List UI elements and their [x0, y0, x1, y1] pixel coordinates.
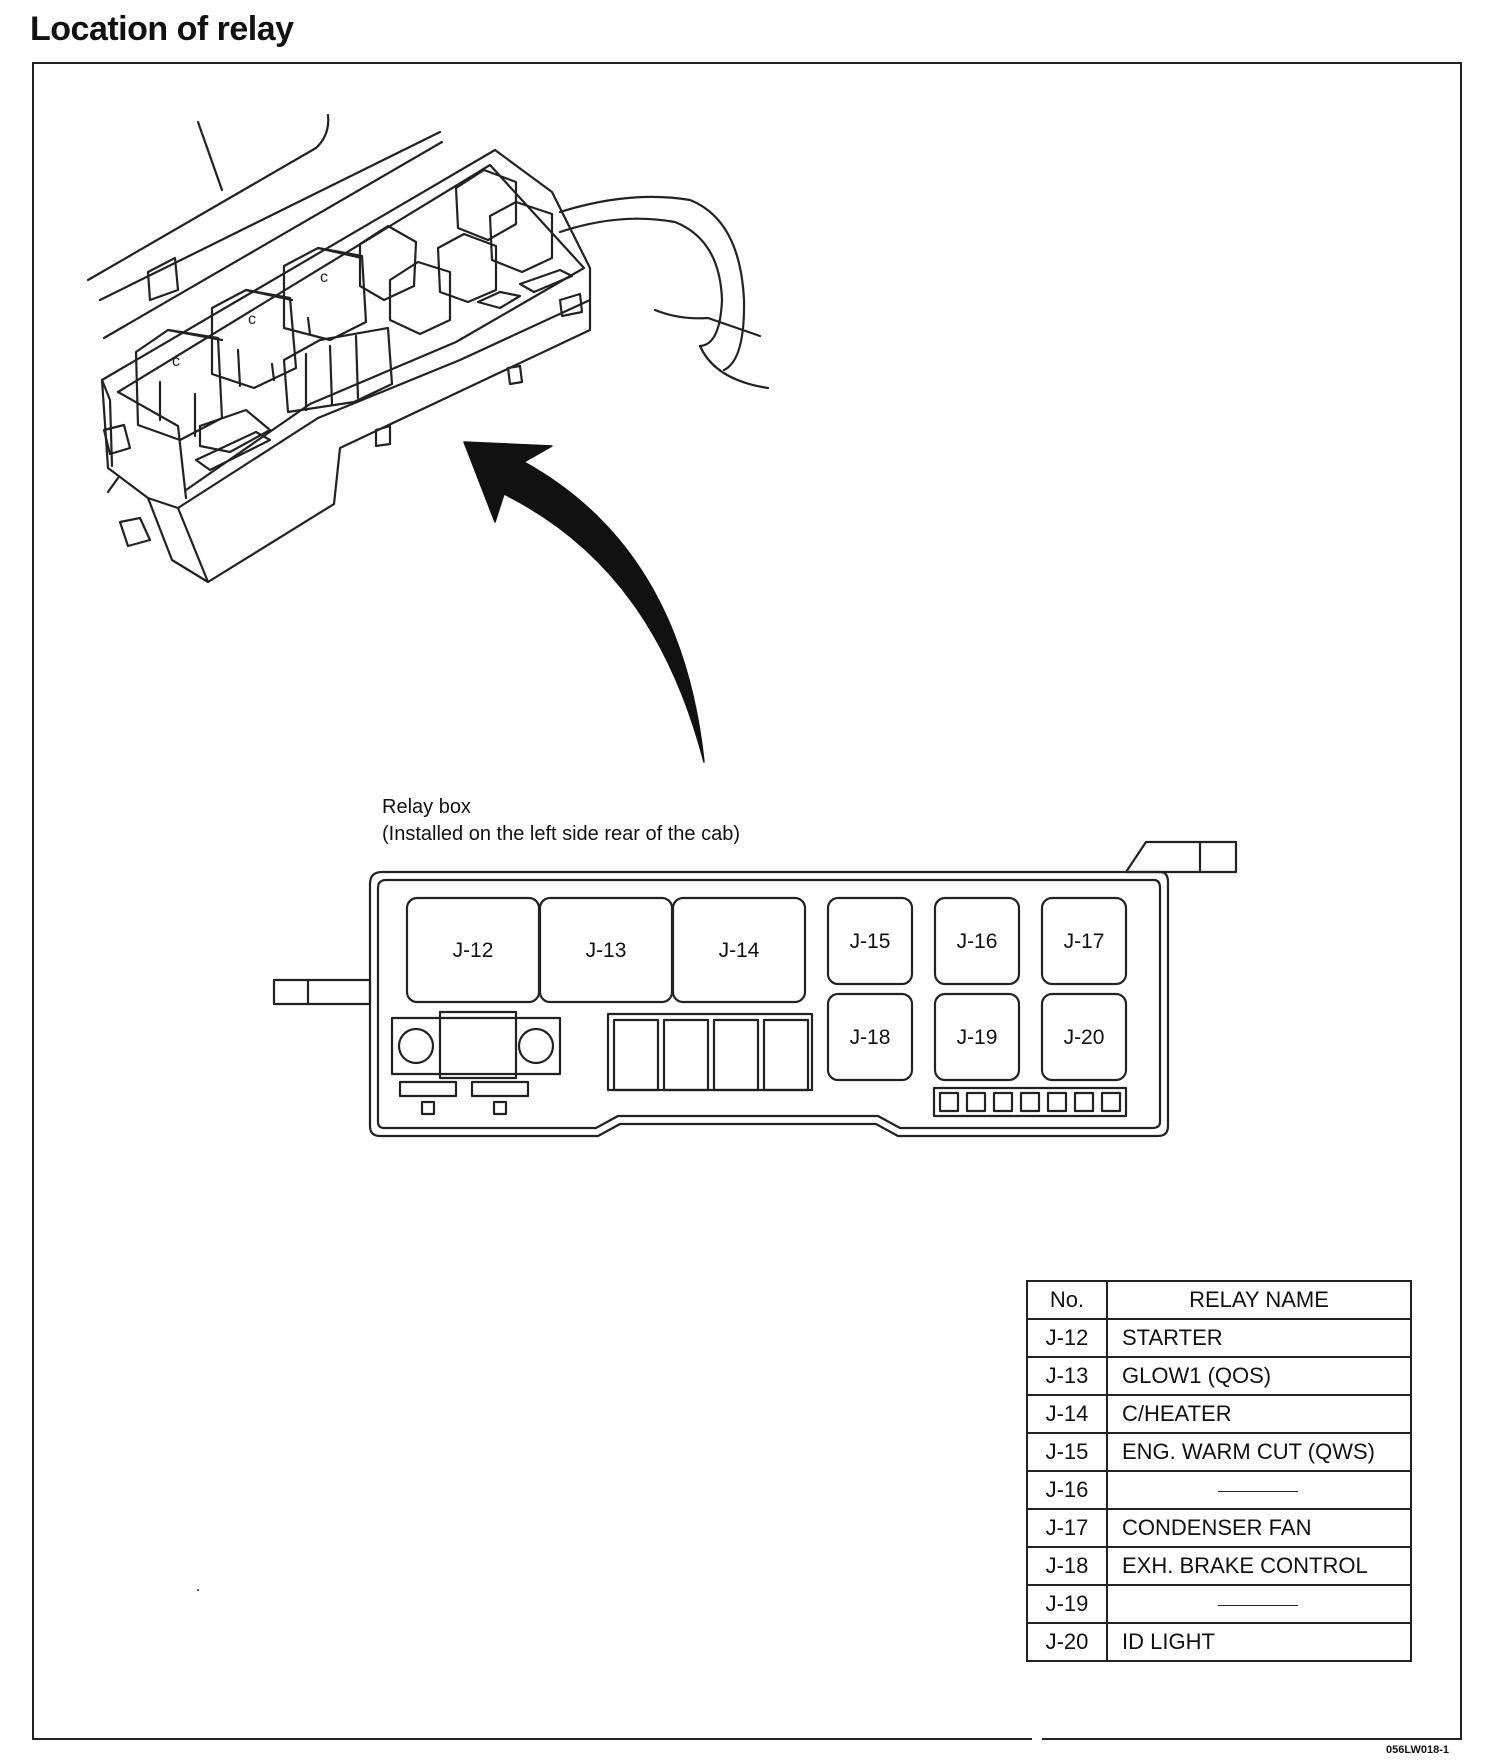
row-name-empty	[1106, 1584, 1412, 1624]
slot-label-j16: J-16	[957, 930, 998, 953]
table-row: J-16	[1026, 1470, 1412, 1510]
row-no: J-18	[1026, 1546, 1108, 1586]
row-no: J-12	[1026, 1318, 1108, 1358]
row-no: J-20	[1026, 1622, 1108, 1662]
svg-text:c: c	[172, 353, 180, 370]
relay-box-plan	[272, 840, 1238, 1138]
slot-label-j13: J-13	[586, 939, 627, 962]
slot-label-j15: J-15	[850, 930, 891, 953]
table-row: J-12 STARTER	[1026, 1318, 1412, 1358]
row-name: GLOW1 (QOS)	[1106, 1356, 1412, 1396]
header-relay-name: RELAY NAME	[1106, 1280, 1412, 1320]
row-name: C/HEATER	[1106, 1394, 1412, 1434]
table-row: J-18 EXH. BRAKE CONTROL	[1026, 1546, 1412, 1586]
slot-label-j17: J-17	[1064, 930, 1105, 953]
header-no: No.	[1026, 1280, 1108, 1320]
relay-box-location: (Installed on the left side rear of the …	[382, 823, 740, 845]
table-row: J-15 ENG. WARM CUT (QWS)	[1026, 1432, 1412, 1472]
table-row: J-13 GLOW1 (QOS)	[1026, 1356, 1412, 1396]
relay-name-table: No. RELAY NAME J-12 STARTER J-13 GLOW1 (…	[1026, 1280, 1412, 1662]
svg-text:c: c	[248, 311, 256, 328]
table-row: J-20 ID LIGHT	[1026, 1622, 1412, 1662]
slot-label-j19: J-19	[957, 1026, 998, 1049]
table-row: J-14 C/HEATER	[1026, 1394, 1412, 1434]
row-no: J-13	[1026, 1356, 1108, 1396]
slot-label-j18: J-18	[850, 1026, 891, 1049]
arrow-icon	[463, 441, 705, 763]
table-row: J-17 CONDENSER FAN	[1026, 1508, 1412, 1548]
figure-code: 056LW018-1	[1386, 1744, 1449, 1756]
dash-line	[1218, 1604, 1298, 1606]
relay-box-illustration	[86, 113, 770, 584]
dash-line	[1218, 1490, 1298, 1492]
row-name: ENG. WARM CUT (QWS)	[1106, 1432, 1412, 1472]
relay-box-caption: Relay box (Installed on the left side re…	[382, 794, 740, 848]
row-name: CONDENSER FAN	[1106, 1508, 1412, 1548]
row-no: J-16	[1026, 1470, 1108, 1510]
slot-label-j20: J-20	[1064, 1026, 1105, 1049]
table-row: J-19	[1026, 1584, 1412, 1624]
row-name-empty	[1106, 1470, 1412, 1510]
row-name: EXH. BRAKE CONTROL	[1106, 1546, 1412, 1586]
row-no: J-19	[1026, 1584, 1108, 1624]
page-title: Location of relay	[30, 10, 294, 48]
slot-label-j12: J-12	[453, 939, 494, 962]
table-header-row: No. RELAY NAME	[1026, 1280, 1412, 1320]
row-no: J-17	[1026, 1508, 1108, 1548]
relay-c-marks: c c c	[172, 269, 328, 370]
diagram-frame	[32, 62, 1462, 1740]
row-name: ID LIGHT	[1106, 1622, 1412, 1662]
relay-box-title: Relay box	[382, 796, 471, 818]
svg-text:c: c	[320, 269, 328, 286]
row-name: STARTER	[1106, 1318, 1412, 1358]
row-no: J-15	[1026, 1432, 1108, 1472]
row-no: J-14	[1026, 1394, 1108, 1434]
slot-label-j14: J-14	[719, 939, 760, 962]
